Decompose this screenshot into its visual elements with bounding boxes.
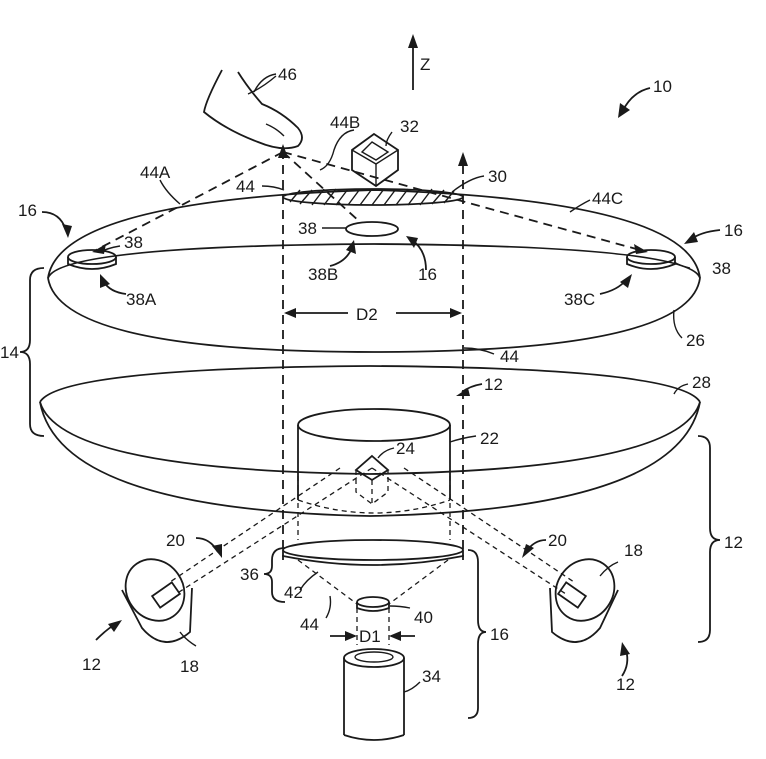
label-16-right: 16 [724,221,743,240]
label-28: 28 [692,373,711,392]
label-44-bot: 44 [300,615,319,634]
label-18-left: 18 [180,657,199,676]
finger-46 [203,69,303,150]
arrowhead [458,152,468,166]
label-14: 14 [0,343,19,362]
object-cube-32 [351,132,399,188]
curved-label-arrows [41,211,721,677]
upper-mirror-26 [47,189,701,353]
label-46: 46 [278,65,297,84]
camera-18-right [549,558,619,643]
label-d1: D1 [359,627,381,646]
label-26: 26 [686,331,705,350]
arrowhead [634,244,648,254]
brace-16-bottom [467,549,487,719]
label-12-bottom-left: 12 [82,655,101,674]
element-40 [356,596,390,612]
label-40: 40 [414,608,433,627]
lens-42 [282,539,464,566]
arrowhead [278,144,288,158]
laser-34 [343,648,405,741]
label-38-mid: 38 [298,219,317,238]
label-z: Z [420,55,430,74]
sensor-38c [626,249,676,270]
reference-10-arrow [618,87,651,118]
brace-14 [19,267,45,437]
label-22: 22 [480,429,499,448]
label-16-bottom: 16 [490,625,509,644]
label-36: 36 [240,565,259,584]
label-38c: 38C [564,290,595,309]
label-30: 30 [488,167,507,186]
label-d2: D2 [356,305,378,324]
lower-mirror-28 [39,365,701,517]
brace-12-right [697,435,721,643]
label-16-left: 16 [18,201,37,220]
brace-36 [263,547,286,603]
beam-paths [95,150,641,645]
dimension-d1 [330,631,415,641]
label-38-right: 38 [712,259,731,278]
label-24: 24 [396,439,415,458]
label-16-mid: 16 [418,265,437,284]
leader-lines [99,73,691,693]
aperture-30 [282,188,464,206]
label-34: 34 [422,667,441,686]
label-12-right: 12 [724,533,743,552]
z-axis-arrow [408,34,418,90]
label-38a: 38A [126,290,157,309]
label-44-mid: 44 [500,347,519,366]
label-38b: 38B [308,265,338,284]
label-44-top: 44 [236,177,255,196]
sensor-38b [345,221,399,237]
label-42: 42 [284,583,303,602]
arrowhead [92,244,106,254]
label-12-top: 12 [484,375,503,394]
dimension-d2 [284,308,462,318]
label-38-left: 38 [124,233,143,252]
cylinder-22 [297,408,451,514]
label-12-bottom-right: 12 [616,675,635,694]
label-10: 10 [653,77,672,96]
label-44c: 44C [592,189,623,208]
label-44b: 44B [330,113,360,132]
projection-point-24 [354,454,390,505]
label-20-right: 20 [548,531,567,550]
label-20-left: 20 [166,531,185,550]
label-44a: 44A [140,163,171,182]
label-32: 32 [400,117,419,136]
camera-18-left [121,558,193,643]
sensor-38a [67,249,117,270]
label-18-right: 18 [624,541,643,560]
